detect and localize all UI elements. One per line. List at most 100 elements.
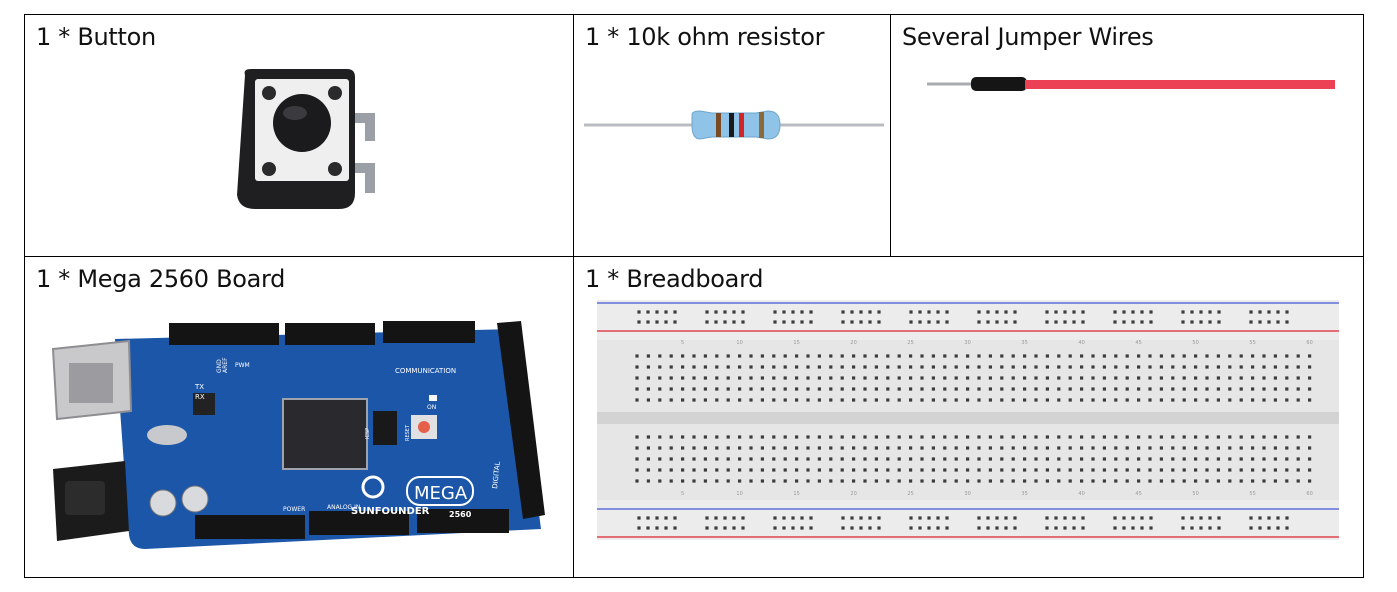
breadboard-hole xyxy=(1114,446,1118,450)
breadboard-hole xyxy=(1011,435,1015,439)
item-label-breadboard: 1 * Breadboard xyxy=(585,265,764,293)
breadboard-hole xyxy=(738,468,742,472)
breadboard-hole xyxy=(1159,468,1163,472)
breadboard-hole xyxy=(738,398,742,402)
breadboard-hole xyxy=(1258,320,1262,324)
breadboard-hole xyxy=(1013,310,1017,314)
breadboard-hole xyxy=(1239,365,1243,369)
breadboard-hole xyxy=(1258,526,1262,530)
breadboard-hole xyxy=(772,468,776,472)
breadboard-hole xyxy=(1045,354,1049,358)
breadboard-column-number: 15 xyxy=(793,491,799,497)
breadboard-hole xyxy=(817,398,821,402)
breadboard-hole xyxy=(681,457,685,461)
breadboard-hole xyxy=(809,516,813,520)
breadboard-hole xyxy=(1285,526,1289,530)
breadboard-hole xyxy=(1262,354,1266,358)
breadboard-hole xyxy=(760,365,764,369)
breadboard-hole xyxy=(829,457,833,461)
breadboard-hole xyxy=(966,479,970,483)
breadboard-hole xyxy=(669,479,673,483)
breadboard-hole xyxy=(809,320,813,324)
breadboard-hole xyxy=(1125,468,1129,472)
breadboard-hole xyxy=(1023,457,1027,461)
breadboard-hole xyxy=(1216,398,1220,402)
breadboard-hole xyxy=(1137,457,1141,461)
breadboard-hole xyxy=(966,446,970,450)
breadboard-hole xyxy=(714,526,718,530)
breadboard-hole xyxy=(738,365,742,369)
breadboard-hole xyxy=(1011,457,1015,461)
breadboard-hole xyxy=(897,457,901,461)
breadboard-hole xyxy=(1023,376,1027,380)
breadboard-hole xyxy=(920,365,924,369)
breadboard-hole xyxy=(863,457,867,461)
breadboard-hole xyxy=(1023,479,1027,483)
breadboard-hole xyxy=(1182,446,1186,450)
breadboard-hole xyxy=(791,516,795,520)
breadboard-hole xyxy=(1308,387,1312,391)
breadboard-hole xyxy=(1273,468,1277,472)
breadboard-hole xyxy=(1308,435,1312,439)
breadboard-hole xyxy=(692,398,696,402)
breadboard-hole xyxy=(1149,310,1153,314)
breadboard-hole xyxy=(840,365,844,369)
breadboard-hole xyxy=(1148,376,1152,380)
breadboard-hole xyxy=(1011,479,1015,483)
cell-mega-board: 1 * Mega 2560 Board xyxy=(24,256,574,578)
breadboard-column-number: 60 xyxy=(1306,340,1312,346)
mega-board-image: SUNFOUNDER MEGA 2560 COMMUNICATION DIGIT… xyxy=(51,321,545,549)
breadboard-hole xyxy=(817,387,821,391)
breadboard-column-number: 45 xyxy=(1135,491,1141,497)
breadboard-hole xyxy=(1216,435,1220,439)
breadboard-hole xyxy=(1285,457,1289,461)
breadboard-hole xyxy=(840,468,844,472)
breadboard-hole xyxy=(1216,387,1220,391)
breadboard-hole xyxy=(1159,435,1163,439)
breadboard-hole xyxy=(1182,365,1186,369)
breadboard-hole xyxy=(909,387,913,391)
breadboard-hole xyxy=(840,457,844,461)
breadboard-hole xyxy=(1131,526,1135,530)
breadboard-hole xyxy=(773,526,777,530)
breadboard-hole xyxy=(1308,354,1312,358)
breadboard-hole xyxy=(977,365,981,369)
breadboard-hole xyxy=(782,516,786,520)
breadboard-hole xyxy=(723,310,727,314)
breadboard-hole xyxy=(783,435,787,439)
breadboard-hole xyxy=(817,435,821,439)
breadboard-hole xyxy=(1091,398,1095,402)
breadboard-hole xyxy=(1149,320,1153,324)
breadboard-hole xyxy=(1023,398,1027,402)
breadboard-hole xyxy=(918,320,922,324)
breadboard-hole xyxy=(1148,468,1152,472)
breadboard-hole xyxy=(852,398,856,402)
breadboard-hole xyxy=(1285,310,1289,314)
breadboard-hole xyxy=(658,435,662,439)
breadboard-hole xyxy=(1249,320,1253,324)
breadboard-hole xyxy=(909,468,913,472)
breadboard-hole xyxy=(658,354,662,358)
breadboard-hole xyxy=(954,446,958,450)
breadboard-hole xyxy=(977,446,981,450)
breadboard-column-number: 50 xyxy=(1192,340,1198,346)
breadboard-hole xyxy=(1251,468,1255,472)
breadboard-hole xyxy=(703,446,707,450)
breadboard-hole xyxy=(772,446,776,450)
breadboard-hole xyxy=(1205,398,1209,402)
breadboard-hole xyxy=(931,365,935,369)
breadboard-hole xyxy=(1262,398,1266,402)
breadboard-hole xyxy=(868,516,872,520)
breadboard-hole xyxy=(1091,365,1095,369)
breadboard-hole xyxy=(681,365,685,369)
breadboard-hole xyxy=(988,446,992,450)
breadboard-hole xyxy=(920,398,924,402)
breadboard-hole xyxy=(1251,435,1255,439)
breadboard-hole xyxy=(809,310,813,314)
breadboard-hole xyxy=(1228,365,1232,369)
breadboard-hole xyxy=(909,398,913,402)
breadboard-hole xyxy=(1208,516,1212,520)
breadboard-hole xyxy=(886,468,890,472)
breadboard-hole xyxy=(918,516,922,520)
breadboard-hole xyxy=(1239,446,1243,450)
